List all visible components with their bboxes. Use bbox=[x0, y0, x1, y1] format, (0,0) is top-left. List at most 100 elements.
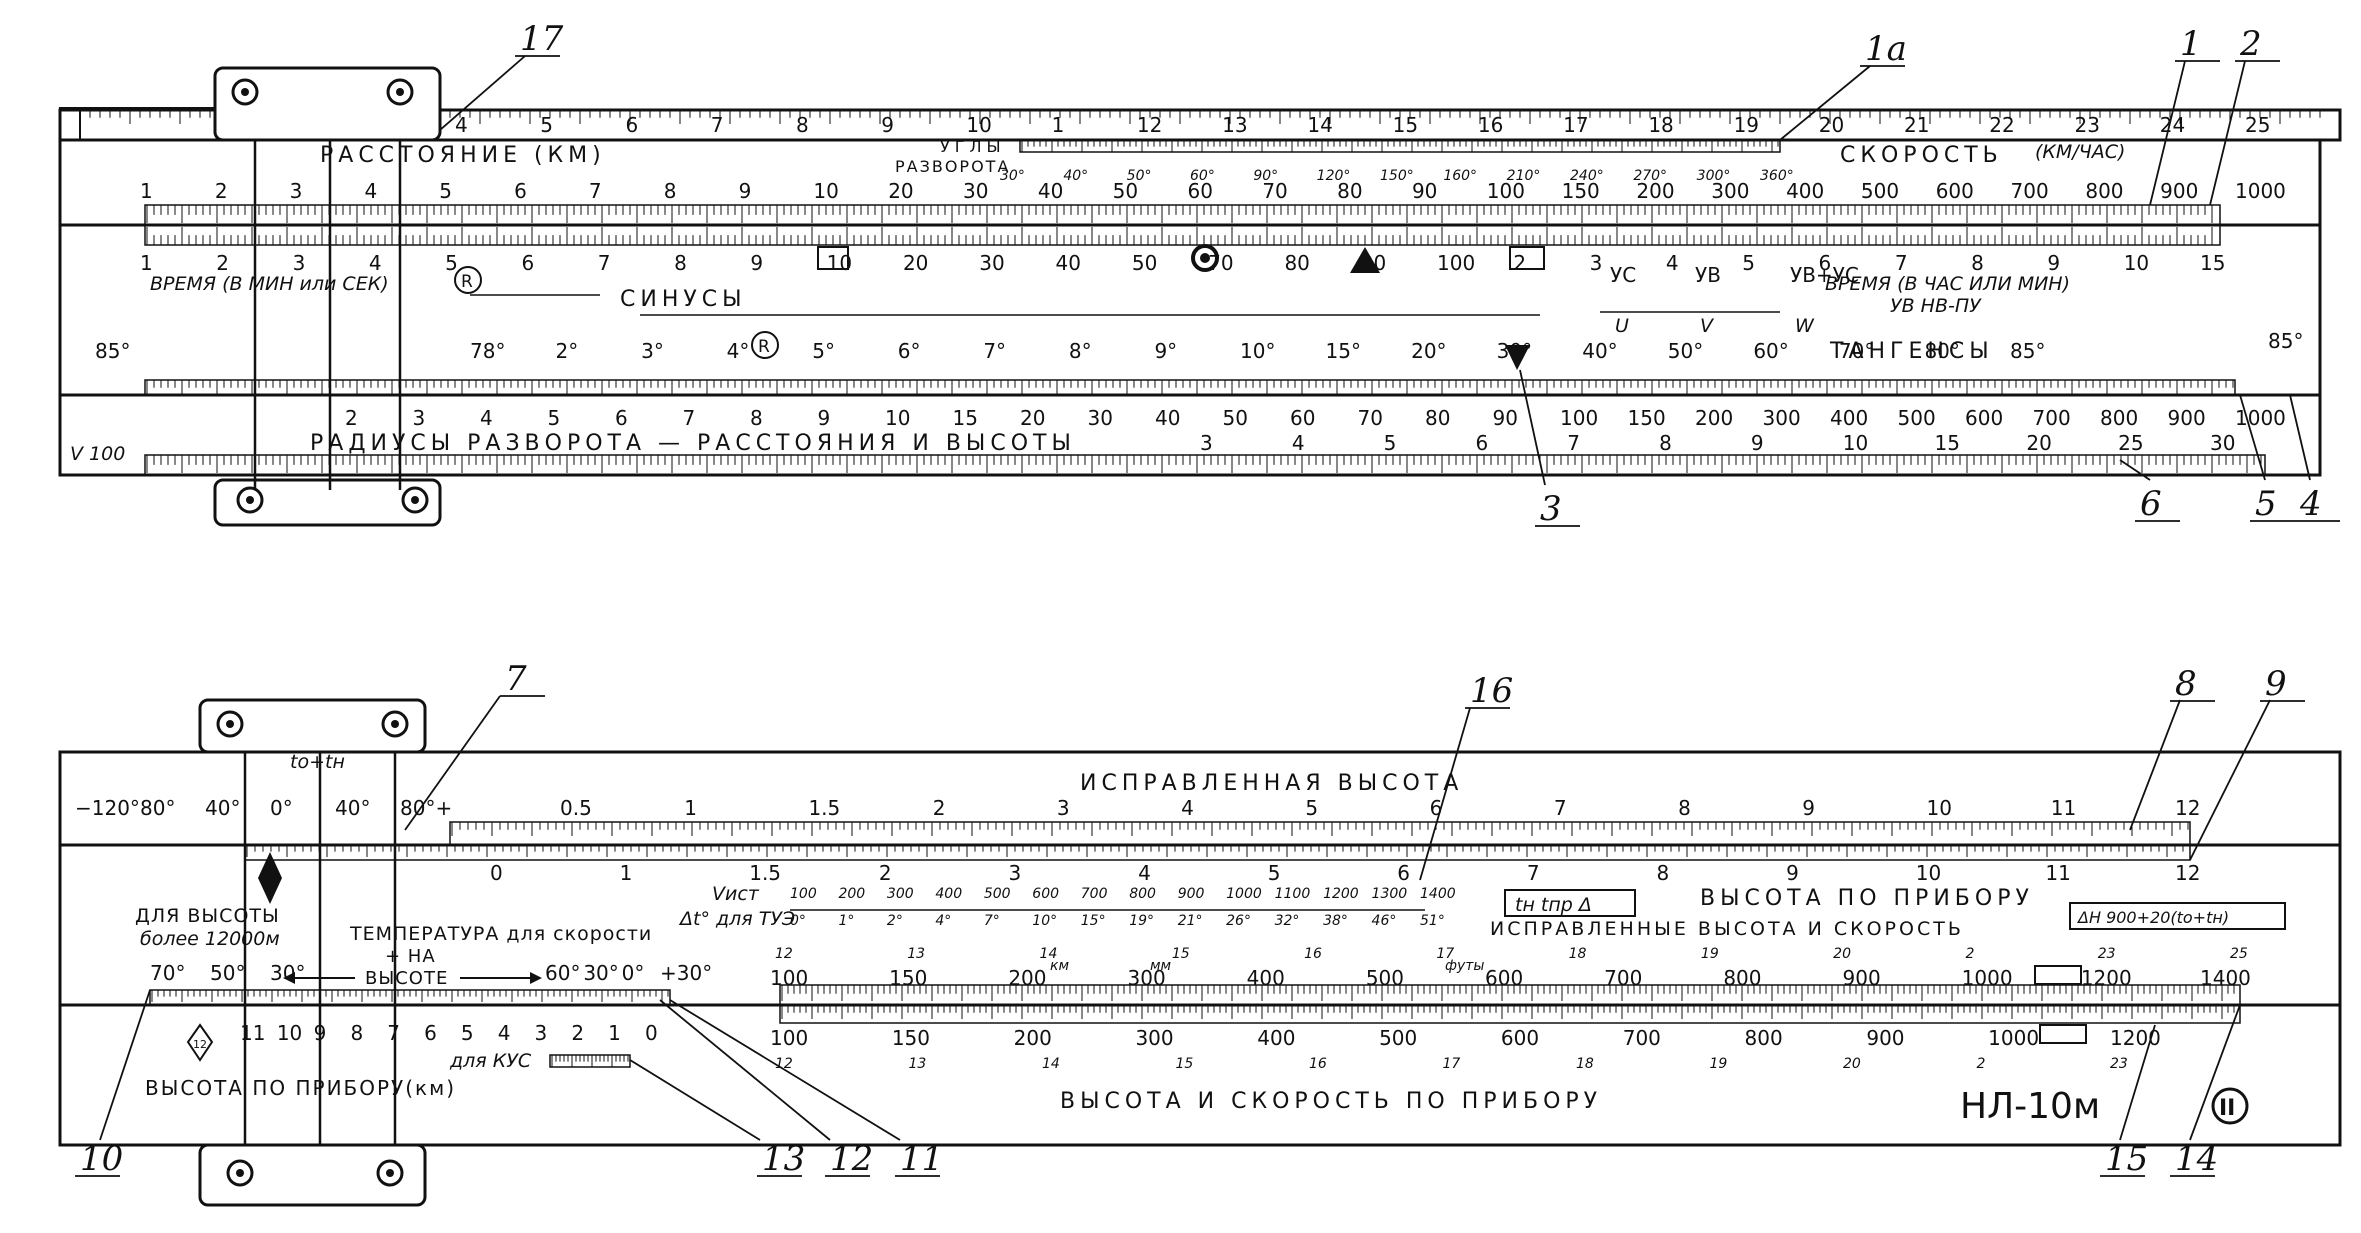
box-right bbox=[2069, 902, 2286, 930]
alt-top-label: 10 bbox=[1927, 796, 1952, 820]
dt-value-label: 46° bbox=[1372, 913, 1397, 929]
scale-c-label: 15 bbox=[953, 406, 978, 430]
scale-a-label: 8 bbox=[664, 179, 677, 203]
scale-c-label: 700 bbox=[2033, 406, 2071, 430]
scale-a-label: 5 bbox=[439, 179, 452, 203]
callout-label: 4 bbox=[2299, 484, 2322, 524]
rule-2-body bbox=[58, 750, 2342, 1147]
scale-b-label: 1 bbox=[140, 251, 153, 275]
scale-a-label: 200 bbox=[1636, 179, 1674, 203]
dt-value-label: 51° bbox=[1420, 913, 1445, 929]
scale-a-label: 500 bbox=[1861, 179, 1899, 203]
angle-label: 30° bbox=[1000, 168, 1025, 184]
alt-top-label: 7 bbox=[1554, 796, 1567, 820]
scale-a-label: 10 bbox=[813, 179, 838, 203]
scale-d-strip bbox=[144, 454, 2266, 476]
svg-text:12: 12 bbox=[193, 1038, 207, 1051]
label-tan-left: 85° bbox=[95, 339, 130, 363]
box-left bbox=[1504, 889, 1636, 917]
scale-a-label: 100 bbox=[1487, 179, 1525, 203]
speed-bottom-sub-label: 20 bbox=[1843, 1056, 1861, 1072]
screw-icon bbox=[231, 78, 259, 106]
dt-value-label: 19° bbox=[1129, 913, 1154, 929]
scale-b-label: 7 bbox=[1895, 251, 1908, 275]
alt-mid-label: 11 bbox=[2045, 861, 2070, 885]
scale-a-label: 70 bbox=[1262, 179, 1287, 203]
alt-mid-label: 3 bbox=[1008, 861, 1021, 885]
label-corrected-alt: ИСПРАВЛЕННАЯ ВЫСОТА bbox=[1080, 771, 1463, 796]
temp-bottom-label: 50° bbox=[210, 961, 245, 985]
scale-d-label: 5 bbox=[1384, 431, 1397, 455]
top-scale-label: 8 bbox=[796, 113, 809, 137]
speed-bottom-label: 150 bbox=[892, 1026, 930, 1050]
wind-sub-label: U bbox=[1615, 315, 1629, 337]
top-scale-label: 15 bbox=[1393, 113, 1418, 137]
v-value-label: 1400 bbox=[1420, 886, 1456, 902]
scale-c-label: 10 bbox=[885, 406, 910, 430]
alt-strip-top bbox=[449, 821, 2191, 846]
angle-label: 90° bbox=[1253, 168, 1278, 184]
scale-b-label: 2 bbox=[1513, 251, 1526, 275]
temp-top-label: 80° bbox=[140, 796, 175, 820]
km-left-label: 11 bbox=[240, 1021, 265, 1045]
alt-top-label: 9 bbox=[1802, 796, 1815, 820]
speed-bottom-label: 1200 bbox=[2110, 1026, 2161, 1050]
scale-a-label: 40 bbox=[1038, 179, 1063, 203]
speed-bottom-sub-label: 14 bbox=[1042, 1056, 1060, 1072]
speed-top-label: 200 bbox=[1008, 966, 1046, 990]
cursor-2[interactable] bbox=[198, 698, 427, 1207]
scale-c-label: 100 bbox=[1560, 406, 1598, 430]
rule-1: РАССТОЯНИЕ (КМ) УГЛЫ РАЗВОРОТА СКОРОСТЬ … bbox=[58, 66, 2342, 527]
callout-label: 9 bbox=[2265, 664, 2287, 704]
v-value-label: 900 bbox=[1178, 886, 1205, 902]
callout-label: 13 bbox=[762, 1139, 805, 1179]
sine-degree-label: 15° bbox=[1326, 339, 1361, 363]
r-mark-icon: R bbox=[454, 266, 482, 294]
label-speed-unit: (КМ/ЧАС) bbox=[2035, 141, 2125, 163]
speed-bottom-label: 900 bbox=[1866, 1026, 1904, 1050]
scale-c-label: 300 bbox=[1763, 406, 1801, 430]
speed-top-sub-label: 25 bbox=[2230, 946, 2248, 962]
scale-c-label: 9 bbox=[818, 406, 831, 430]
label-km: км bbox=[1050, 958, 1069, 974]
r-mark-icon: R bbox=[751, 331, 779, 359]
speed-bottom-label: 400 bbox=[1257, 1026, 1295, 1050]
sine-degree-label: 9° bbox=[1154, 339, 1177, 363]
speed-top-sub-label: 2 bbox=[1965, 946, 1974, 962]
speed-top-label: 150 bbox=[889, 966, 927, 990]
alt-mid-label: 1 bbox=[620, 861, 633, 885]
label-tan-right: 85° bbox=[2268, 329, 2303, 353]
speed-bottom-label: 100 bbox=[770, 1026, 808, 1050]
speed-top-label: 600 bbox=[1485, 966, 1523, 990]
label-instr-alt: ВЫСОТА ПО ПРИБОРУ bbox=[1700, 886, 2034, 911]
svg-text:II: II bbox=[2219, 1096, 2235, 1121]
scale-a-label: 1 bbox=[140, 179, 153, 203]
scale-a-label: 20 bbox=[888, 179, 913, 203]
scale-c-label: 150 bbox=[1628, 406, 1666, 430]
top-scale-label: 14 bbox=[1307, 113, 1332, 137]
scale-d-label: 3 bbox=[1200, 431, 1213, 455]
alt-mid-label: 12 bbox=[2175, 861, 2200, 885]
label-temp-2: + НА bbox=[385, 946, 436, 967]
scale-a-label: 1000 bbox=[2235, 179, 2286, 203]
scale-d-label: 8 bbox=[1659, 431, 1672, 455]
sine-degree-label: 50° bbox=[1668, 339, 1703, 363]
cursor-1[interactable] bbox=[213, 66, 442, 527]
callout-label: 5 bbox=[2255, 484, 2277, 524]
scale-d-label: 30 bbox=[2210, 431, 2235, 455]
angle-label: 150° bbox=[1380, 168, 1414, 184]
label-vb: УВ НВ-ПУ bbox=[1890, 295, 1982, 317]
scale-c-label: 50 bbox=[1223, 406, 1248, 430]
label-bottom: ВЫСОТА И СКОРОСТЬ ПО ПРИБОРУ bbox=[1060, 1089, 1602, 1114]
sun-icon bbox=[1191, 244, 1219, 272]
v-value-label: 600 bbox=[1032, 886, 1059, 902]
speed-bottom-sub-label: 13 bbox=[909, 1056, 927, 1072]
scale-a-label: 700 bbox=[2011, 179, 2049, 203]
scale-b-label: 15 bbox=[2200, 251, 2225, 275]
scale-a-label: 30 bbox=[963, 179, 988, 203]
sine-degree-label: 4° bbox=[727, 339, 750, 363]
scale-d-label: 15 bbox=[1935, 431, 1960, 455]
alt-mid-label: 8 bbox=[1657, 861, 1670, 885]
scale-c-label: 90 bbox=[1493, 406, 1518, 430]
